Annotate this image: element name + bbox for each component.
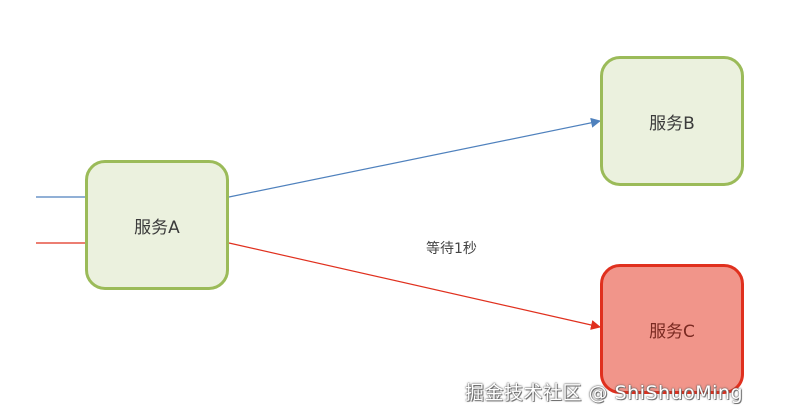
node-service-c-label: 服务C (649, 321, 695, 342)
edge-a-to-b (228, 117, 601, 198)
watermark: 掘金技术社区 @ ShiShuoMing (465, 382, 744, 404)
edge-a-to-c (228, 242, 601, 330)
node-service-b-label: 服务B (649, 113, 695, 134)
node-service-c: 服务C (600, 264, 744, 394)
node-service-a: 服务A (85, 160, 229, 290)
edge-label-wait: 等待1秒 (426, 241, 477, 257)
node-service-a-label: 服务A (134, 217, 180, 238)
node-service-b: 服务B (600, 56, 744, 186)
